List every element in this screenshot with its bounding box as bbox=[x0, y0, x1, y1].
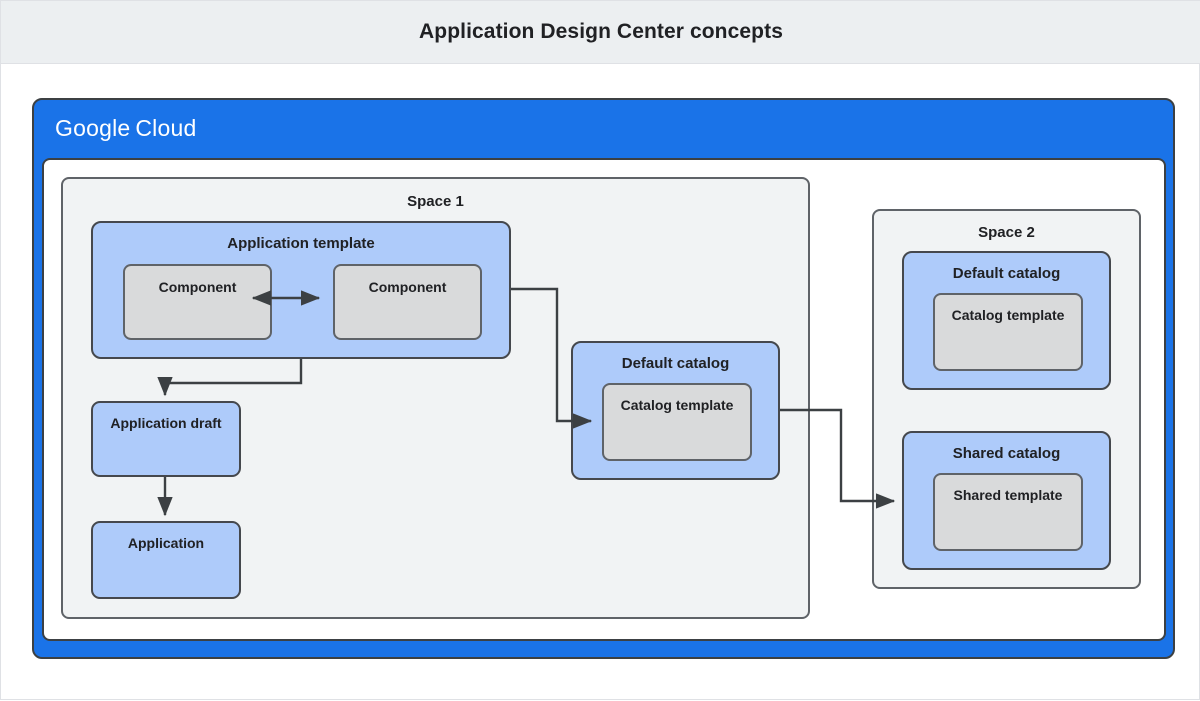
default-catalog-label-space-2: Default catalog bbox=[952, 265, 1061, 282]
default-catalog-box-space-2: Default catalog Catalog template bbox=[902, 251, 1111, 390]
catalog-template-label-space-2: Catalog template bbox=[951, 307, 1065, 323]
space-1-label: Space 1 bbox=[407, 193, 464, 210]
google-cloud-logo-cloud: Cloud bbox=[135, 115, 197, 141]
component-box-2: Component bbox=[333, 264, 482, 340]
application-template-box: Application template Component Component bbox=[91, 221, 511, 359]
default-catalog-box-space-1: Default catalog Catalog template bbox=[571, 341, 780, 480]
shared-template-label: Shared template bbox=[953, 487, 1063, 503]
catalog-template-box-space-2: Catalog template bbox=[933, 293, 1083, 371]
shared-catalog-label: Shared catalog bbox=[952, 445, 1061, 462]
google-cloud-logo-google: Google bbox=[55, 115, 131, 141]
header-bar: Application Design Center concepts bbox=[1, 1, 1200, 64]
page-title: Application Design Center concepts bbox=[419, 20, 783, 43]
catalog-template-label-space-1: Catalog template bbox=[620, 397, 734, 413]
component-label-1: Component bbox=[158, 279, 237, 295]
application-draft-box: Application draft bbox=[91, 401, 241, 477]
application-template-label: Application template bbox=[227, 235, 375, 252]
space-2-label: Space 2 bbox=[978, 224, 1035, 241]
default-catalog-label-space-1: Default catalog bbox=[621, 355, 730, 372]
catalog-template-box-space-1: Catalog template bbox=[602, 383, 752, 461]
component-box-1: Component bbox=[123, 264, 272, 340]
component-label-2: Component bbox=[368, 279, 447, 295]
application-box: Application bbox=[91, 521, 241, 599]
shared-catalog-box: Shared catalog Shared template bbox=[902, 431, 1111, 570]
application-draft-label: Application draft bbox=[110, 415, 222, 431]
application-label: Application bbox=[127, 535, 205, 551]
shared-template-box: Shared template bbox=[933, 473, 1083, 551]
